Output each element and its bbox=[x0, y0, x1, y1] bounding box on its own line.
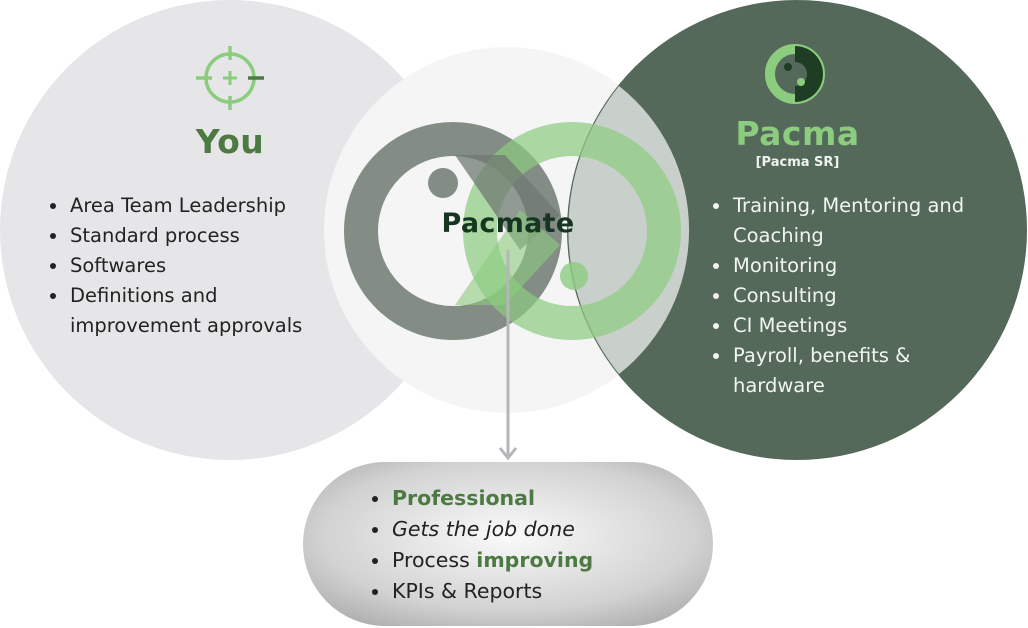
pacmate-result-pill bbox=[303, 462, 713, 626]
pacma-logo-icon bbox=[765, 44, 825, 104]
list-item: Gets the job done bbox=[372, 514, 692, 545]
down-arrow-icon bbox=[498, 250, 518, 461]
you-title: You bbox=[195, 122, 265, 161]
pacma-services-list: Training, Mentoring and Coaching Monitor… bbox=[713, 191, 1003, 401]
pacmate-outcomes-list: Professional Gets the job done Process i… bbox=[372, 483, 692, 607]
kpis-text: KPIs & Reports bbox=[392, 579, 543, 603]
process-prefix-text: Process bbox=[392, 548, 477, 572]
pacmate-logo-icon bbox=[344, 122, 681, 340]
you-circle bbox=[0, 0, 460, 460]
process-emphasis-text: improving bbox=[476, 548, 594, 572]
list-item: Professional bbox=[372, 483, 692, 514]
list-item: Definitions and improvement approvals bbox=[50, 281, 350, 341]
target-crosshair-icon bbox=[196, 46, 264, 110]
pacmate-title: Pacmate bbox=[441, 208, 575, 239]
pacma-title: Pacma bbox=[735, 114, 860, 153]
list-item: Monitoring bbox=[713, 251, 1003, 281]
list-item: Consulting bbox=[713, 281, 1003, 311]
list-item: Softwares bbox=[50, 251, 350, 281]
pacma-subtitle: [Pacma SR] bbox=[755, 155, 840, 170]
list-item: KPIs & Reports bbox=[372, 576, 692, 607]
list-item: CI Meetings bbox=[713, 311, 1003, 341]
list-item: Process improving bbox=[372, 545, 692, 576]
job-done-text: Gets the job done bbox=[392, 517, 575, 541]
list-item: Payroll, benefits & hardware bbox=[713, 341, 1003, 401]
list-item: Area Team Leadership bbox=[50, 191, 350, 221]
you-responsibilities-list: Area Team Leadership Standard process So… bbox=[50, 191, 350, 341]
professional-text: Professional bbox=[392, 486, 536, 510]
pacma-circle bbox=[567, 0, 1027, 460]
list-item: Training, Mentoring and Coaching bbox=[713, 191, 1003, 251]
list-item: Standard process bbox=[50, 221, 350, 251]
